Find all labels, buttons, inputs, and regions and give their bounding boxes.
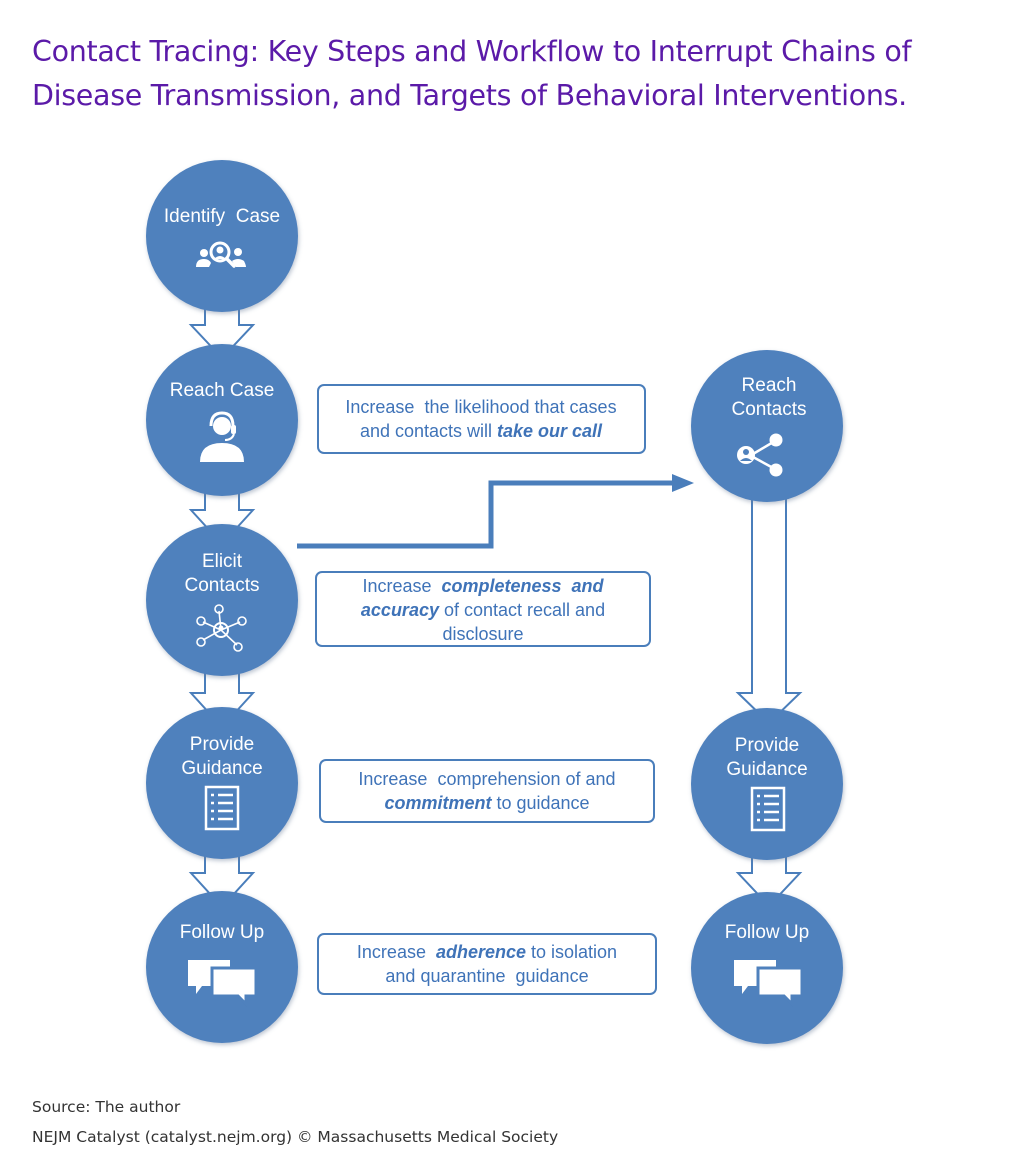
callout-completeness-line-1: Increase completeness and — [362, 576, 604, 596]
callout-take-our-call-line-1: Increase the likelihood that cases — [345, 397, 616, 417]
network-people-icon — [196, 604, 247, 652]
callout-adherence-line-2: and quarantine guidance — [385, 966, 588, 986]
checklist-icon — [204, 785, 240, 831]
footer-source: Source: The author — [32, 1098, 181, 1116]
callout-text-plain: to guidance — [491, 793, 589, 813]
node-follow-up-right-label: Follow Up — [725, 922, 809, 943]
node-reach-contacts: Reach Contacts — [691, 350, 843, 502]
callout-text-emphasis: adherence — [436, 942, 526, 962]
node-provide-guidance-left-label-2: Guidance — [181, 758, 262, 779]
chat-bubbles-icon — [734, 960, 804, 1008]
node-provide-guidance-left-label-1: Provide — [190, 734, 254, 755]
node-follow-up-left-label: Follow Up — [180, 922, 264, 943]
callout-commitment-line-1: Increase comprehension of and — [358, 769, 615, 789]
page-title-line-2: Disease Transmission, and Targets of Beh… — [32, 79, 907, 112]
node-provide-guidance-right: Provide Guidance — [691, 708, 843, 860]
checklist-icon — [750, 786, 786, 832]
callout-text-plain: and contacts will — [360, 421, 497, 441]
node-follow-up-left: Follow Up — [146, 891, 298, 1043]
callout-completeness-line-2: accuracy of contact recall and — [361, 600, 605, 620]
node-identify-case-label: Identify Case — [164, 206, 280, 227]
footer-credit: NEJM Catalyst (catalyst.nejm.org) © Mass… — [32, 1128, 559, 1146]
arrow-reach-contacts-to-guidance-right — [735, 486, 803, 725]
node-provide-guidance-right-label-1: Provide — [735, 735, 799, 756]
page-title-line-1: Contact Tracing: Key Steps and Workflow … — [32, 35, 912, 68]
node-reach-contacts-label-1: Reach — [742, 375, 797, 396]
node-provide-guidance-left: Provide Guidance — [146, 707, 298, 859]
callout-text-plain: to isolation — [526, 942, 617, 962]
node-follow-up-right: Follow Up — [691, 892, 843, 1044]
page-title: Contact Tracing: Key Steps and Workflow … — [32, 30, 992, 118]
node-identify-case: Identify Case — [146, 160, 298, 312]
node-elicit-contacts-label-1: Elicit — [202, 551, 243, 572]
callout-adherence: Increase adherence to isolation and quar… — [317, 933, 657, 995]
callout-text-emphasis: commitment — [384, 793, 492, 813]
connector-arrowhead — [672, 474, 694, 492]
callout-completeness-accuracy: Increase completeness and accuracy of co… — [315, 571, 651, 647]
callout-completeness-line-3: disclosure — [442, 624, 523, 644]
callout-text-emphasis: accuracy — [361, 600, 440, 620]
node-reach-case: Reach Case — [146, 344, 298, 496]
callout-adherence-line-1: Increase adherence to isolation — [357, 942, 617, 962]
callout-text-plain: Increase — [357, 942, 436, 962]
headset-person-icon — [200, 411, 244, 462]
callout-commitment-line-2: commitment to guidance — [384, 793, 589, 813]
node-reach-contacts-label-2: Contacts — [732, 399, 807, 420]
share-person-icon — [737, 433, 783, 477]
node-reach-case-label: Reach Case — [170, 380, 275, 401]
chat-bubbles-icon — [188, 960, 258, 1008]
callout-take-our-call: Increase the likelihood that cases and c… — [317, 384, 646, 454]
connector-line — [297, 480, 676, 549]
callout-take-our-call-line-2: and contacts will take our call — [360, 421, 603, 441]
callout-commitment: Increase comprehension of and commitment… — [319, 759, 655, 823]
node-provide-guidance-right-label-2: Guidance — [726, 759, 807, 780]
callout-text-plain: Increase — [362, 576, 441, 596]
callout-text-emphasis: completeness and — [441, 576, 604, 596]
callout-text-plain: of contact recall and — [439, 600, 605, 620]
node-elicit-contacts-label-2: Contacts — [185, 575, 260, 596]
connector-elicit-to-reach-contacts — [297, 474, 694, 549]
callout-text-emphasis: take our call — [497, 421, 603, 441]
magnifier-people-icon — [196, 241, 246, 268]
node-elicit-contacts: Elicit Contacts — [146, 524, 298, 676]
